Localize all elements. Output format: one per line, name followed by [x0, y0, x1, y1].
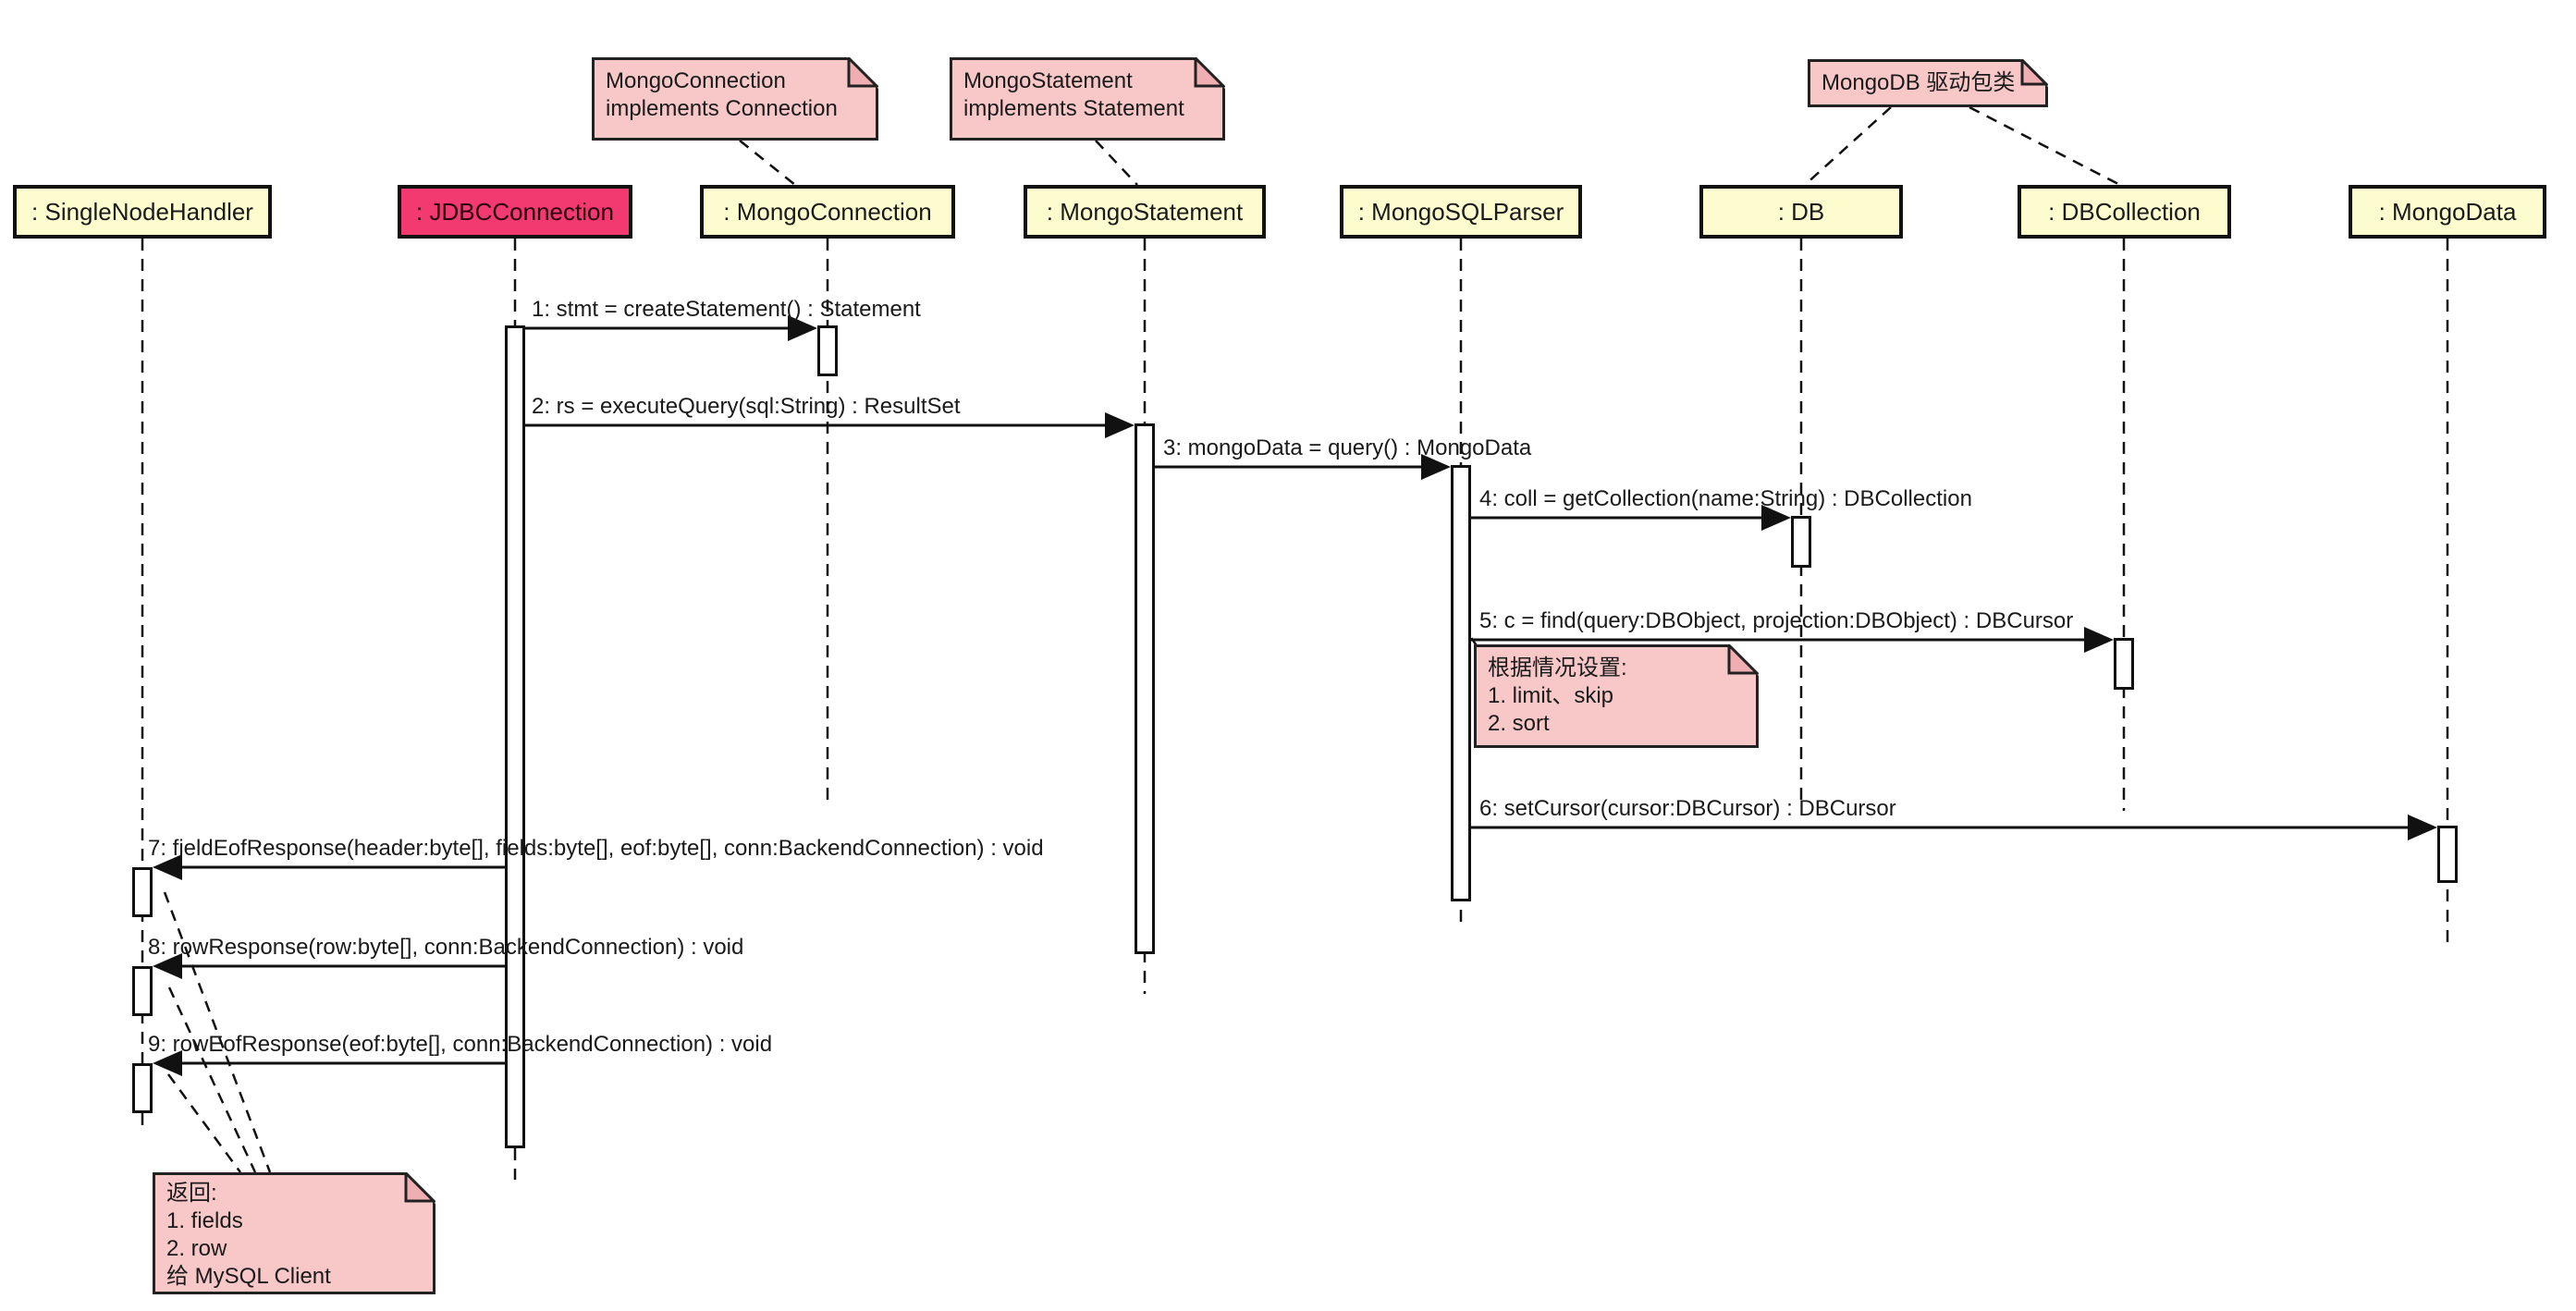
- note-text-line: 1. limit、skip: [1488, 683, 1614, 708]
- activation-bar-db: [1791, 516, 1811, 568]
- activation-bar-mongoconnection: [817, 325, 838, 376]
- message-arrowhead-2: [1105, 412, 1135, 438]
- note-connector-return-msg8: [167, 986, 257, 1173]
- note-fold-icon: [2020, 59, 2048, 87]
- note-text-line: MongoConnection: [606, 68, 786, 93]
- message-label-7: 7: fieldEofResponse(header:byte[], field…: [148, 836, 1044, 861]
- note-text-line: 1. fields: [166, 1208, 243, 1233]
- message-label-5: 5: c = find(query:DBObject, projection:D…: [1479, 608, 2074, 633]
- message-arrowhead-6: [2408, 815, 2437, 840]
- activation-bar-dbcollection: [2114, 638, 2134, 690]
- participant-mongostatement: : MongoStatement: [1024, 185, 1266, 239]
- note-text-line: 2. row: [166, 1236, 227, 1261]
- activation-bar-singlenodehandler-1: [132, 867, 153, 917]
- message-arrowhead-8: [153, 953, 182, 979]
- note-connector-return-msg9: [166, 1073, 242, 1173]
- note-text-line: 2. sort: [1488, 711, 1550, 736]
- message-arrowhead-4: [1761, 505, 1791, 531]
- activation-bar-singlenodehandler-2: [132, 966, 153, 1016]
- note-mongostatement-implements: MongoStatement implements Statement: [950, 57, 1225, 141]
- participant-mongosqlparser: : MongoSQLParser: [1340, 185, 1582, 239]
- message-label-8: 8: rowResponse(row:byte[], conn:BackendC…: [148, 935, 744, 960]
- note-fold-icon: [847, 57, 878, 89]
- message-arrowhead-9: [153, 1050, 182, 1076]
- note-fold-icon: [404, 1172, 435, 1204]
- note-connector-return-msg7: [163, 891, 272, 1173]
- note-mongoconnection-implements: MongoConnection implements Connection: [592, 57, 878, 141]
- note-text-line: implements Statement: [963, 96, 1184, 121]
- message-label-1: 1: stmt = createStatement() : Statement: [532, 297, 921, 322]
- note-text-line: 给 MySQL Client: [166, 1264, 331, 1289]
- activation-bar-jdbcconnection: [505, 325, 525, 1148]
- participant-singlenodehandler: : SingleNodeHandler: [13, 185, 272, 239]
- note-text-line: implements Connection: [606, 96, 838, 121]
- message-label-4: 4: coll = getCollection(name:String) : D…: [1479, 486, 1972, 511]
- participant-dbcollection: : DBCollection: [2018, 185, 2231, 239]
- note-fold-icon: [1194, 57, 1225, 89]
- message-arrowhead-1: [788, 315, 817, 341]
- message-arrowhead-7: [153, 854, 182, 880]
- note-text-line: MongoDB 驱动包类: [1822, 70, 2016, 95]
- participant-mongoconnection: : MongoConnection: [700, 185, 955, 239]
- note-mongodb-driver-classes: MongoDB 驱动包类: [1808, 59, 2048, 107]
- note-text-line: 返回:: [166, 1181, 217, 1206]
- message-label-2: 2: rs = executeQuery(sql:String) : Resul…: [532, 394, 961, 419]
- activation-bar-mongostatement: [1135, 423, 1155, 954]
- message-label-6: 6: setCursor(cursor:DBCursor) : DBCursor: [1479, 796, 1896, 821]
- message-label-3: 3: mongoData = query() : MongoData: [1163, 435, 1532, 460]
- message-arrowhead-3: [1421, 454, 1451, 480]
- note-text-line: MongoStatement: [963, 68, 1133, 93]
- participant-jdbcconnection: : JDBCConnection: [398, 185, 632, 239]
- note-connector-driver-db: [1804, 106, 1892, 186]
- message-label-9: 9: rowEofResponse(eof:byte[], conn:Backe…: [148, 1032, 773, 1057]
- participant-db: : DB: [1699, 185, 1903, 239]
- participant-mongodata: : MongoData: [2349, 185, 2546, 239]
- note-connector-mongostatement: [1095, 140, 1138, 186]
- activation-bar-mongodata: [2437, 826, 2458, 883]
- note-return-to-mysql-client: 返回: 1. fields 2. row 给 MySQL Client: [153, 1172, 435, 1294]
- note-find-settings: 根据情况设置: 1. limit、skip 2. sort: [1474, 644, 1759, 748]
- activation-bar-mongosqlparser: [1451, 465, 1471, 901]
- note-connector-driver-dbcollection: [1969, 105, 2121, 187]
- note-text-line: 根据情况设置:: [1488, 656, 1627, 680]
- activation-bar-singlenodehandler-3: [132, 1063, 153, 1113]
- note-connector-mongoconnection: [739, 140, 796, 186]
- note-fold-icon: [1727, 644, 1759, 676]
- message-arrowhead-5: [2084, 627, 2114, 653]
